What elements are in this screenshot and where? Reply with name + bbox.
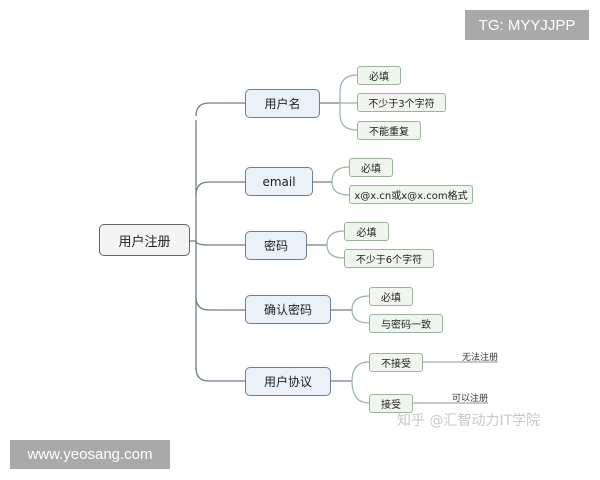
leaf-username-min-length[interactable]: 不少于3个字符 bbox=[357, 93, 446, 112]
leaf-label: 必填 bbox=[356, 228, 377, 239]
watermark-text: 知乎 @汇智动力IT学院 bbox=[397, 413, 541, 429]
leaf-label: 不少于3个字符 bbox=[368, 99, 435, 110]
leaf-email-format[interactable]: x@x.cn或x@x.com格式 bbox=[349, 185, 473, 204]
leaf-label: 必填 bbox=[381, 293, 401, 304]
leaf-label: 不少于6个字符 bbox=[355, 255, 423, 266]
leaf-agreement-reject[interactable]: 不接受 bbox=[369, 353, 423, 372]
branch-label: 用户协议 bbox=[263, 375, 312, 389]
leaf-label: x@x.cn或x@x.com格式 bbox=[354, 191, 468, 202]
note-can-register: 可以注册 bbox=[452, 394, 489, 404]
root-node-user-registration[interactable]: 用户注册 bbox=[99, 224, 190, 256]
badge-label: www.yeosang.com bbox=[27, 446, 153, 463]
leaf-confirm-required[interactable]: 必填 bbox=[369, 287, 413, 306]
note-cannot-register: 无法注册 bbox=[462, 353, 499, 363]
branch-label: 密码 bbox=[263, 239, 288, 253]
branch-label: email bbox=[262, 174, 296, 189]
leaf-label: 不接受 bbox=[381, 359, 411, 370]
leaf-label: 必填 bbox=[369, 72, 389, 83]
branch-label: 确认密码 bbox=[263, 303, 312, 317]
bottom-left-badge: www.yeosang.com bbox=[10, 440, 170, 469]
leaf-label: 接受 bbox=[381, 400, 401, 411]
branch-node-confirm-password[interactable]: 确认密码 bbox=[245, 295, 331, 324]
leaf-email-required[interactable]: 必填 bbox=[349, 158, 393, 177]
leaf-username-unique[interactable]: 不能重复 bbox=[357, 121, 421, 140]
branch-node-user-agreement[interactable]: 用户协议 bbox=[245, 367, 331, 396]
badge-label: TG: MYYJJPP bbox=[478, 16, 576, 34]
leaf-label: 不能重复 bbox=[369, 127, 409, 138]
branch-node-email[interactable]: email bbox=[245, 167, 313, 196]
leaf-confirm-match[interactable]: 与密码一致 bbox=[369, 314, 443, 333]
top-right-badge: TG: MYYJJPP bbox=[465, 10, 589, 40]
branch-node-password[interactable]: 密码 bbox=[245, 231, 307, 260]
leaf-agreement-accept[interactable]: 接受 bbox=[369, 394, 413, 413]
leaf-label: 必填 bbox=[361, 164, 381, 175]
leaf-username-required[interactable]: 必填 bbox=[357, 66, 401, 85]
branch-node-username[interactable]: 用户名 bbox=[245, 89, 320, 118]
leaf-label: 与密码一致 bbox=[381, 320, 431, 331]
leaf-password-required[interactable]: 必填 bbox=[344, 222, 389, 241]
branch-label: 用户名 bbox=[264, 97, 301, 111]
leaf-password-min-length[interactable]: 不少于6个字符 bbox=[344, 249, 434, 268]
root-label: 用户注册 bbox=[118, 234, 171, 250]
